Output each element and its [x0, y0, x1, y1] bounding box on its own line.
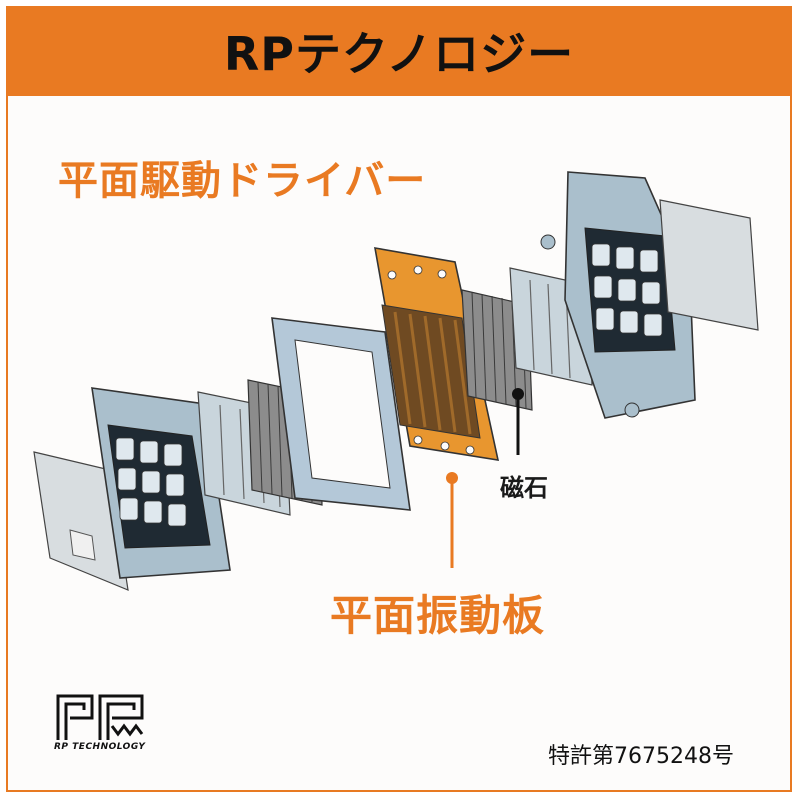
gasket-frame [271, 317, 411, 511]
page-title: RPテクノロジー [223, 27, 575, 81]
logo-text: RP TECHNOLOGY [54, 742, 146, 752]
diaphragm-plate [374, 247, 500, 461]
magnet-leader [512, 388, 524, 455]
left-back-sheet [33, 451, 129, 591]
title-bar: RPテクノロジー [6, 6, 792, 96]
magnet-label: 磁石 [500, 474, 548, 502]
diagram-subtitle: 平面駆動ドライバー [58, 158, 427, 204]
patent-number: 特許第7675248号 [548, 744, 734, 769]
diaphragm-leader [446, 472, 458, 568]
diaphragm-label: 平面振動板 [330, 591, 546, 640]
left-frame-plate [91, 387, 231, 579]
right-back-sheet [659, 199, 759, 331]
rp-technology-logo [56, 694, 144, 740]
